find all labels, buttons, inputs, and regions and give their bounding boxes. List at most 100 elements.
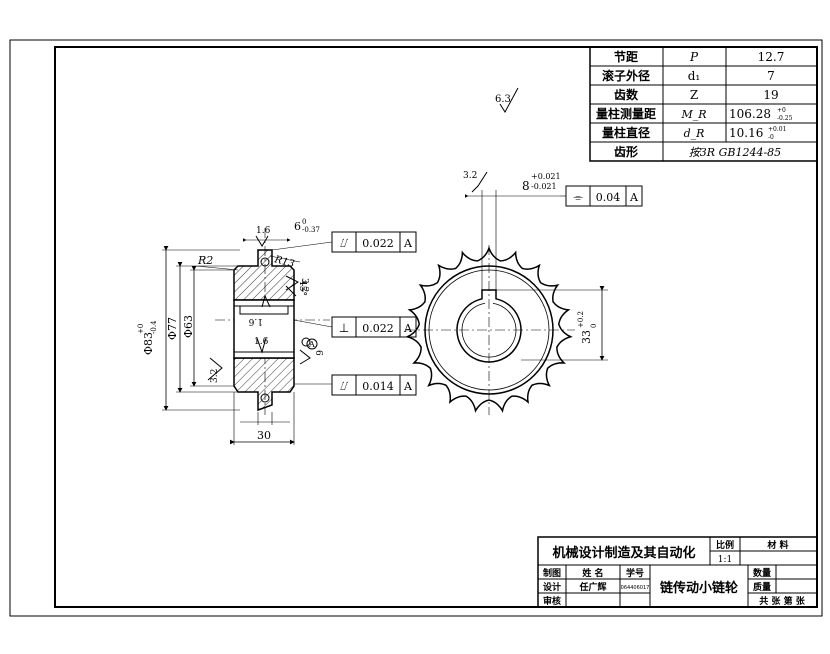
fcf-2: ⊥ 0.022 A bbox=[331, 316, 417, 338]
tip-diameter-tol-lower: -0.4 bbox=[150, 320, 158, 334]
fcf-1: ⌰ 0.022 A bbox=[331, 231, 417, 253]
tooth-roughness: 1.6 bbox=[255, 226, 271, 247]
param-value-pitch: 12.7 bbox=[758, 50, 785, 64]
keyway-width-label: 8 bbox=[522, 179, 530, 193]
fcf-1-datum: A bbox=[403, 237, 413, 250]
fcf-3-value: 0.014 bbox=[362, 380, 394, 393]
root-diameter-label: Φ77 bbox=[166, 317, 179, 340]
param-tol-lower-pin: -0 bbox=[768, 134, 774, 141]
bore-roughness-1: 1.6 bbox=[248, 294, 271, 326]
hub-inner-circle bbox=[428, 269, 550, 391]
angle-mark: 45° bbox=[285, 280, 307, 297]
fcf-1-value: 0.022 bbox=[362, 237, 394, 250]
hub-circle bbox=[424, 265, 554, 395]
radius-r2-label: R2 bbox=[197, 254, 213, 267]
title-mass-label: 质量 bbox=[753, 581, 771, 593]
param-symbol-profile: 按3R GB1244-85 bbox=[689, 146, 781, 159]
chamfer-marker: 6 bbox=[299, 337, 323, 365]
param-name-pin: 量柱直径 bbox=[602, 125, 650, 140]
side-roughness: 3.2 bbox=[285, 275, 309, 292]
inner-border bbox=[54, 46, 818, 608]
title-scale-value: 1:1 bbox=[718, 555, 732, 565]
hub-diameter-label: Φ63 bbox=[182, 315, 195, 338]
hub-roughness: 3.2 bbox=[207, 357, 223, 383]
param-name-roller: 滚子外径 bbox=[602, 68, 650, 83]
bore-with-keyway bbox=[456, 289, 522, 363]
datum-a-text: A bbox=[308, 340, 315, 349]
key-width-label: 6 bbox=[294, 220, 301, 233]
fcf-4: ⌯ 0.04 A bbox=[560, 185, 643, 207]
keyway-roughness-value: 3.2 bbox=[463, 171, 477, 181]
title-sheets-label: 共 张 第 张 bbox=[759, 595, 805, 607]
key-width-tol-upper: 0 bbox=[302, 218, 306, 226]
tooth-roughness-value: 1.6 bbox=[256, 226, 271, 236]
section-view: 1.6 1.6 1.6 3.2 3.2 6 Φ83 bbox=[137, 218, 333, 445]
param-symbol-pin: d_R bbox=[684, 127, 705, 140]
fcf-2-symbol: ⊥ bbox=[339, 321, 349, 335]
parameter-table: 节距 P 12.7 滚子外径 d₁ 7 齿数 Z 19 量柱测量距 M_R 10… bbox=[589, 46, 818, 162]
radius-r13: R13 bbox=[269, 254, 301, 270]
param-value-roller: 7 bbox=[767, 69, 775, 83]
side-roughness-value: 3.2 bbox=[299, 278, 309, 292]
bore-roughness-2: 1.6 bbox=[254, 337, 269, 354]
fcf-4-value: 0.04 bbox=[596, 191, 621, 204]
title-col-id: 学号 bbox=[626, 567, 644, 579]
keyway-width-tol-lower: -0.021 bbox=[531, 182, 557, 191]
outer-border bbox=[9, 39, 823, 617]
key-width-tol-lower: -0.37 bbox=[302, 226, 320, 234]
fcf-3: ⌰ 0.014 A bbox=[331, 374, 417, 396]
key-width-dim: 6 0 -0.37 bbox=[243, 218, 320, 242]
keyway-depth-dim: 33 +0.2 0 bbox=[496, 286, 608, 361]
datum-a-marker: A bbox=[306, 338, 318, 350]
width-dim: 30 bbox=[230, 392, 295, 445]
radius-r13-label: R13 bbox=[272, 254, 295, 270]
fcf-2-value: 0.022 bbox=[362, 322, 394, 335]
title-designer: 任广辉 bbox=[578, 581, 606, 593]
param-tol-lower-measure: -0.25 bbox=[777, 115, 793, 122]
tip-diameter-label: Φ83 bbox=[142, 332, 155, 355]
param-symbol-roller: d₁ bbox=[688, 69, 701, 83]
general-roughness-symbol: 6.3 bbox=[495, 87, 519, 113]
root-diameter-dim: Φ77 bbox=[166, 262, 238, 393]
param-value-measure: 106.28 bbox=[729, 107, 771, 121]
fcf-3-symbol: ⌰ bbox=[340, 379, 348, 393]
keyway-depth-tol-lower: 0 bbox=[590, 324, 598, 328]
hub-roughness-value: 3.2 bbox=[210, 369, 220, 383]
fcf-2-datum: A bbox=[403, 322, 413, 335]
param-tol-upper-measure: +0 bbox=[777, 107, 786, 114]
hub-diameter-dim: Φ63 bbox=[182, 266, 234, 387]
title-qty-label: 数量 bbox=[753, 567, 771, 579]
fcf-1-symbol: ⌰ bbox=[340, 236, 348, 250]
title-block: 机械设计制造及其自动化 比例 1:1 材 料 制图 姓 名 学号 设计 任广辉 … bbox=[537, 536, 818, 608]
param-value-teeth: 19 bbox=[763, 88, 778, 102]
width-label: 30 bbox=[257, 429, 271, 442]
title-row-review: 审核 bbox=[543, 595, 561, 607]
fcf-4-symbol: ⌯ bbox=[573, 190, 583, 204]
chamfer-value: 6 bbox=[313, 350, 323, 356]
param-name-measure: 量柱测量距 bbox=[596, 106, 656, 121]
keyway-depth-tol-upper: +0.2 bbox=[577, 311, 585, 328]
bore-roughness-2-value: 1.6 bbox=[254, 337, 269, 347]
tip-diameter-dim: Φ83 +0 -0.4 bbox=[137, 246, 240, 411]
param-symbol-measure: M_R bbox=[680, 108, 706, 121]
param-symbol-teeth: Z bbox=[690, 88, 698, 102]
drawing-title: 链传动小链轮 bbox=[659, 580, 738, 596]
param-symbol-pitch: P bbox=[689, 50, 699, 64]
sprocket-teeth-outline bbox=[405, 245, 573, 413]
radius-r2: R2 bbox=[195, 254, 239, 271]
param-name-profile: 齿形 bbox=[614, 144, 638, 159]
fcf-4-datum: A bbox=[629, 191, 639, 204]
tip-diameter-tol-upper: +0 bbox=[137, 324, 145, 334]
title-col-name: 姓 名 bbox=[581, 567, 603, 579]
angle-value: 45° bbox=[297, 280, 307, 296]
general-roughness-value: 6.3 bbox=[495, 94, 511, 105]
front-view bbox=[405, 245, 575, 415]
title-scale-label: 比例 bbox=[716, 539, 734, 551]
title-material-label: 材 料 bbox=[766, 539, 788, 551]
title-row-draw: 制图 bbox=[543, 567, 561, 579]
keyway-width-dim: 8 +0.021 -0.021 3.2 bbox=[463, 171, 561, 290]
param-tol-upper-pin: +0.01 bbox=[768, 126, 786, 133]
title-student-id: 064406017 bbox=[621, 585, 650, 591]
title-row-design: 设计 bbox=[543, 581, 561, 593]
